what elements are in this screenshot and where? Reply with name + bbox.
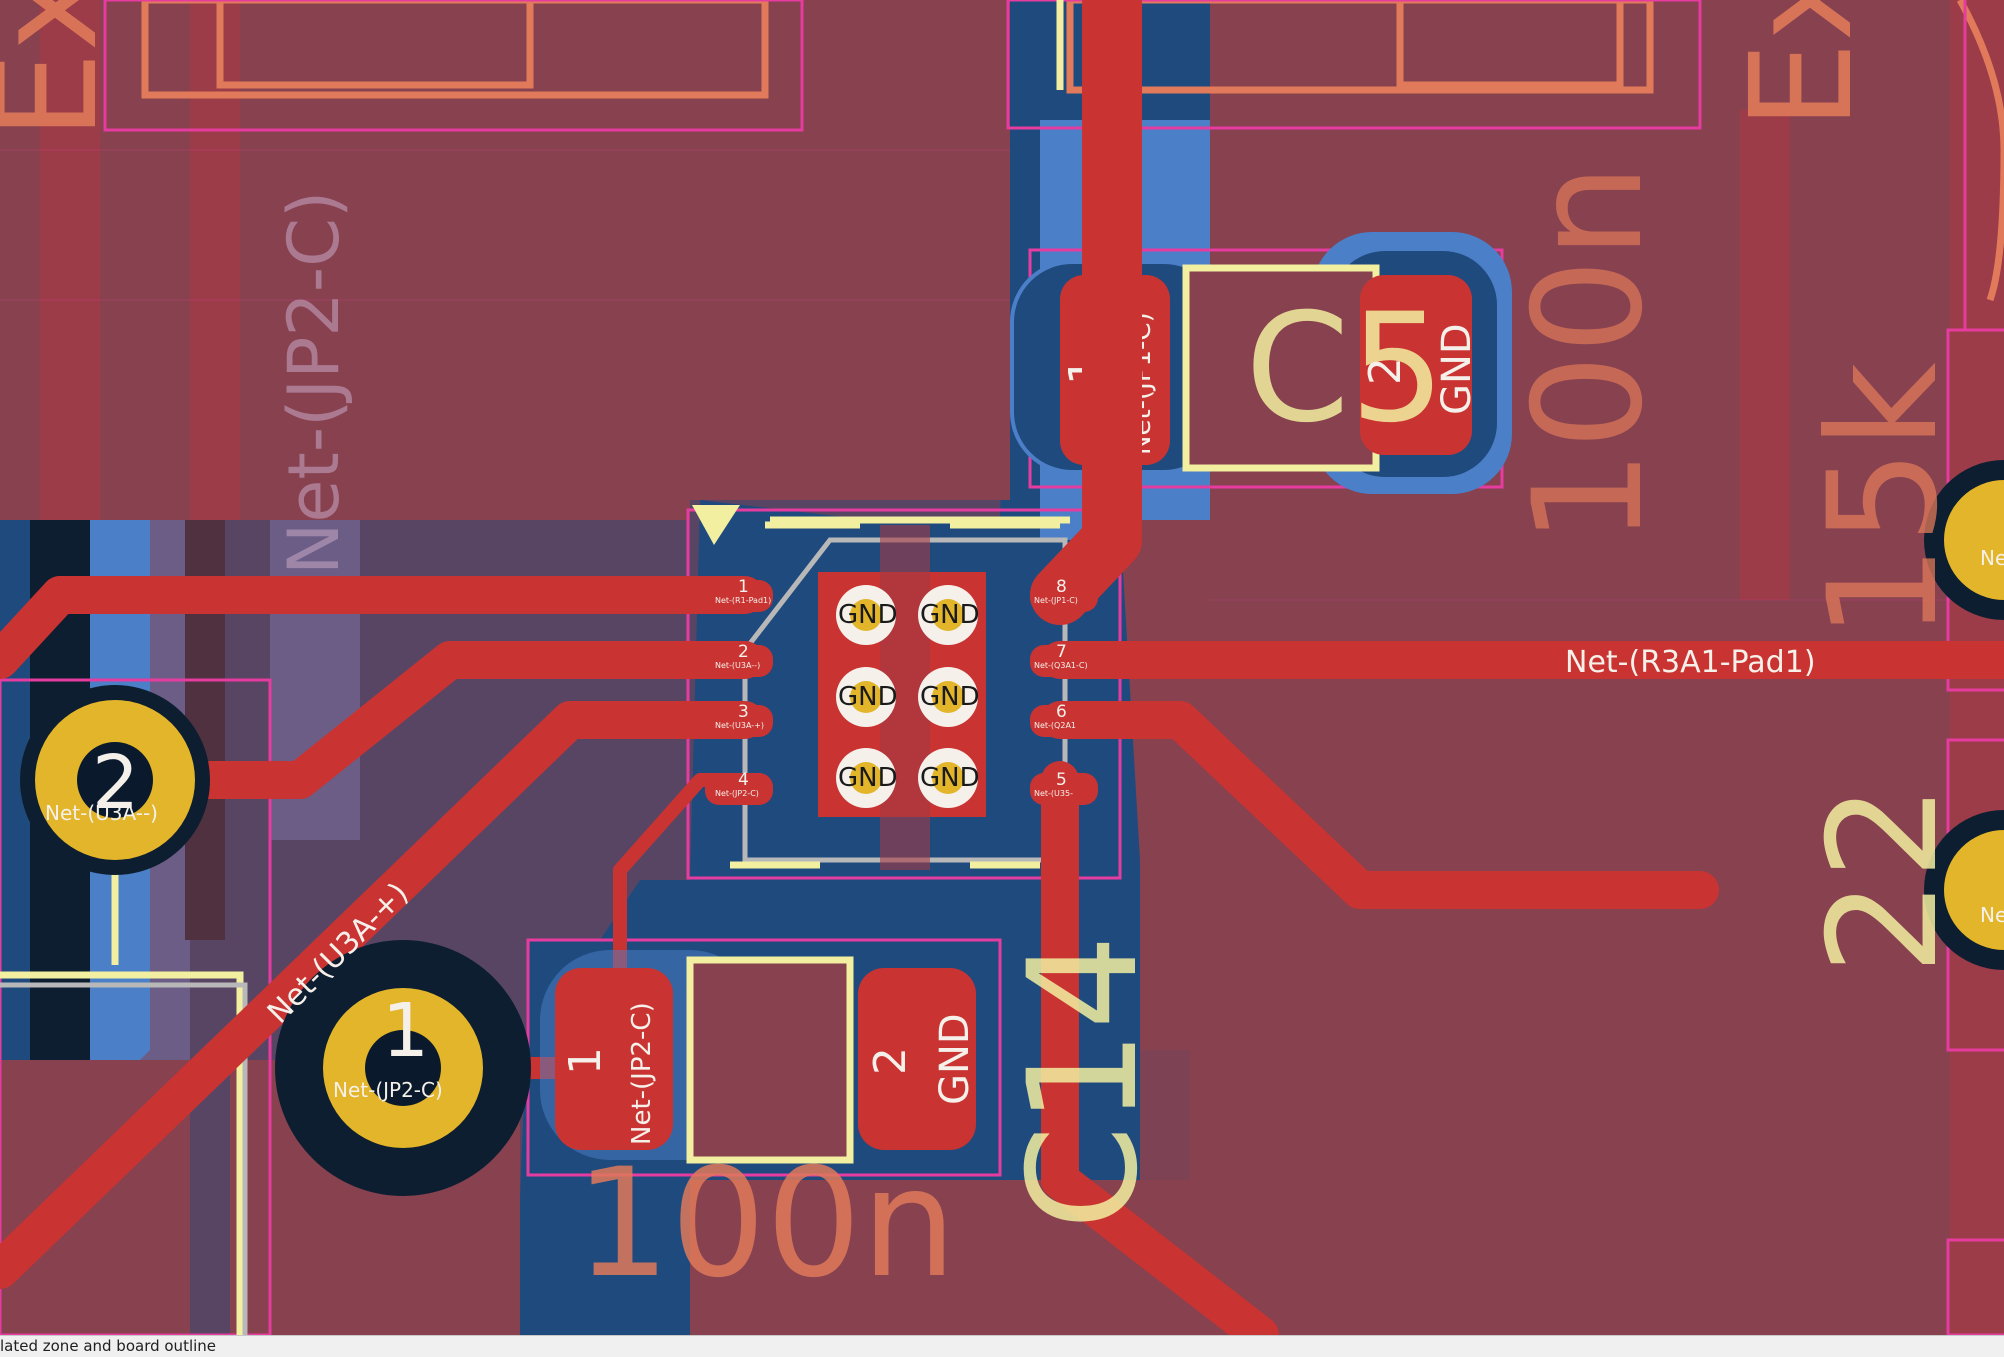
ep-gnd-1: GND xyxy=(838,600,898,630)
ex-label-right: Ex xyxy=(1721,0,1884,130)
u-pin1-net: Net-(R1-Pad1) xyxy=(715,596,771,605)
u-pin3-net: Net-(U3A-+) xyxy=(715,721,764,730)
net-r3a1-label: Net-(R3A1-Pad1) xyxy=(1565,645,1816,680)
u-pin8-num: 8 xyxy=(1056,577,1067,597)
c14-value: 100n xyxy=(575,1137,956,1311)
ne-right-a: Ne xyxy=(1980,546,2004,570)
c5-pad2-net: GND xyxy=(1434,323,1480,415)
u-pin5-net: Net-(U35- xyxy=(1034,789,1073,798)
u-pin2-net: Net-(U3A--) xyxy=(715,661,760,670)
ep-gnd-3: GND xyxy=(838,682,898,712)
u-pin1-num: 1 xyxy=(738,577,749,597)
status-bar: lated zone and board outline xyxy=(0,1335,2004,1357)
c14-pad-2[interactable] xyxy=(858,968,976,1150)
ep-gnd-4: GND xyxy=(920,682,980,712)
u-pin7-num: 7 xyxy=(1056,642,1067,662)
c14-ref: C14 xyxy=(997,934,1171,1230)
ic-pads-right[interactable] xyxy=(1030,580,1098,805)
u-pin5-num: 5 xyxy=(1056,770,1067,790)
c14-pad2-num: 2 xyxy=(865,1047,916,1075)
c14-component[interactable]: 1 Net-(JP2-C) 2 GND C14 100n xyxy=(540,934,1171,1311)
u-pin6-num: 6 xyxy=(1056,702,1067,722)
tht-pad1-num: 1 xyxy=(382,988,429,1074)
tht-pad2-net: Net-(U3A--) xyxy=(45,801,158,825)
r-value-22: 22 xyxy=(1797,784,1971,975)
tht-pad2-num: 2 xyxy=(92,740,139,826)
c5-value: 100n xyxy=(1502,164,1676,545)
tht-pad-2[interactable]: 2 Net-(U3A--) xyxy=(20,685,210,875)
net-jp2c-vertical: Net-(JP2-C) xyxy=(273,191,355,575)
c5-component[interactable]: C5 1 Net-(JP1-C) 2 GND 100n xyxy=(1010,164,1676,545)
c14-pad2-net: GND xyxy=(932,1013,978,1105)
c5-pad-2[interactable] xyxy=(1360,275,1472,455)
tht-pad1-net: Net-(JP2-C) xyxy=(333,1078,443,1102)
ic-u-footprint[interactable]: GND GND GND GND GND GND 1 2 3 4 8 7 6 5 … xyxy=(692,505,1098,870)
r-value-15k: 15k xyxy=(1797,362,1971,640)
ic-pads-left[interactable] xyxy=(705,580,773,805)
c14-pad1-net: Net-(JP2-C) xyxy=(627,1002,657,1145)
u-pin6-net: Net-(Q2A1 xyxy=(1034,721,1076,730)
u-pin4-net: Net-(JP2-C) xyxy=(715,789,759,798)
u-pin8-net: Net-(JP1-C) xyxy=(1034,596,1078,605)
c5-pad2-num: 2 xyxy=(1360,357,1411,385)
ep-gnd-2: GND xyxy=(920,600,980,630)
c14-pad-1[interactable] xyxy=(555,968,673,1150)
ep-vias[interactable] xyxy=(836,585,978,808)
ex-label-left: Ex xyxy=(0,0,129,140)
tht-pad-1[interactable]: 1 Net-(JP2-C) xyxy=(275,940,531,1196)
c14-pad1-num: 1 xyxy=(560,1047,611,1075)
u-pin4-num: 4 xyxy=(738,770,749,790)
ep-gnd-5: GND xyxy=(838,763,898,793)
status-text: lated zone and board outline xyxy=(0,1337,217,1355)
zone-stripes xyxy=(40,0,2004,1335)
c5-ref: C5 xyxy=(1245,282,1445,456)
u-pin3-num: 3 xyxy=(738,702,749,722)
tht-pads-right[interactable]: Ne Ne xyxy=(1924,460,2004,970)
fab-outlines xyxy=(141,0,2004,302)
u-pin7-net: Net-(Q3A1-C) xyxy=(1034,661,1088,670)
ne-right-b: Ne xyxy=(1980,903,2004,927)
pin1-marker xyxy=(692,505,740,545)
u-pin2-num: 2 xyxy=(738,642,749,662)
ep-gnd-6: GND xyxy=(920,763,980,793)
zone-hatch xyxy=(0,149,2004,601)
